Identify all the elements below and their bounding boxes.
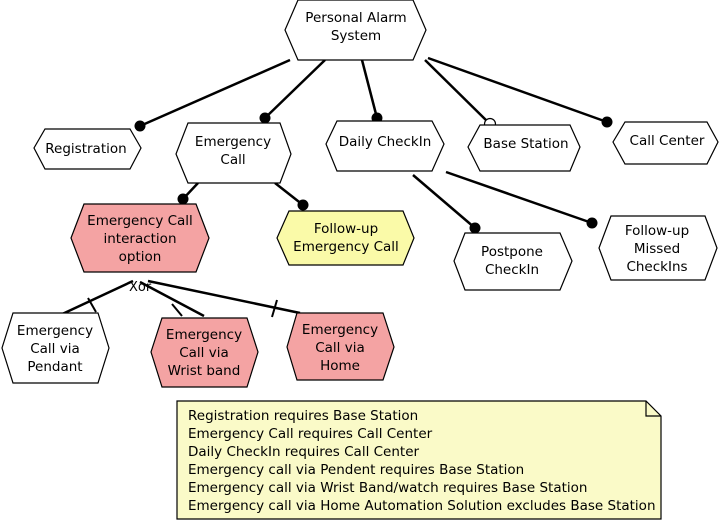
node-base-station[interactable] xyxy=(467,124,581,172)
mandatory-dot xyxy=(177,193,189,205)
constraint-line: Registration requires Base Station xyxy=(188,408,418,424)
label-call-center: Call Center xyxy=(630,133,705,149)
mandatory-dot xyxy=(259,112,271,124)
node-emergency-call[interactable] xyxy=(175,122,292,184)
xor-group-label: Xor xyxy=(129,280,152,295)
label-line: Call via xyxy=(179,345,229,361)
label-line: Call Center xyxy=(630,133,705,149)
label-line: Emergency Call xyxy=(87,213,193,229)
constraint-line: Emergency call via Pendent requires Base… xyxy=(188,462,524,478)
label-line: option xyxy=(119,249,162,265)
constraint-line: Emergency Call requires Call Center xyxy=(188,426,433,442)
node-follow-up-emergency-call[interactable] xyxy=(276,210,415,266)
label-line: Postpone xyxy=(481,244,543,260)
edge-daily-postpone xyxy=(412,174,476,229)
label-line: Emergency xyxy=(17,323,93,339)
label-line: interaction xyxy=(103,231,176,247)
label-line: System xyxy=(331,28,381,44)
label-line: Follow-up xyxy=(314,221,378,237)
label-registration: Registration xyxy=(45,141,126,157)
label-line: Follow-up xyxy=(625,223,689,239)
label-line: Home xyxy=(320,358,360,374)
label-line: Missed xyxy=(634,241,680,257)
label-base-station: Base Station xyxy=(483,136,568,152)
label-line: Pendant xyxy=(27,359,82,375)
label-line: Personal Alarm xyxy=(305,10,406,26)
label-line: Base Station xyxy=(483,136,568,152)
label-line: Emergency xyxy=(195,134,271,150)
mandatory-dot xyxy=(601,116,613,128)
label-line: Emergency xyxy=(166,327,242,343)
label-line: Call via xyxy=(315,340,365,356)
edge-root-base-station xyxy=(424,59,491,125)
label-line: CheckIns xyxy=(626,259,687,275)
node-call-center[interactable] xyxy=(612,121,719,165)
edge-root-call-center xyxy=(427,56,608,124)
label-line: Daily CheckIn xyxy=(339,134,432,150)
label-line: Emergency xyxy=(302,322,378,338)
group-tick xyxy=(271,299,278,318)
label-emergency-call-interaction-option: Emergency Call interaction option xyxy=(87,213,193,265)
node-emergency-call-via-home[interactable] xyxy=(286,312,395,381)
edge-root-registration xyxy=(139,58,291,128)
mandatory-dot xyxy=(134,120,146,132)
node-personal-alarm-system[interactable] xyxy=(284,0,427,61)
constraint-line: Emergency call via Wrist Band/watch requ… xyxy=(188,480,587,496)
label-line: Wrist band xyxy=(168,363,241,379)
edge-xor-pendant xyxy=(57,279,134,318)
node-follow-up-missed-checkins[interactable] xyxy=(598,215,718,281)
constraint-line: Emergency call via Home Automation Solut… xyxy=(188,498,656,514)
mandatory-dot xyxy=(469,222,481,234)
label-line: CheckIn xyxy=(485,262,539,278)
label-line: Emergency Call xyxy=(293,239,399,255)
note-corner-fold xyxy=(645,401,661,417)
mandatory-dot xyxy=(297,199,309,211)
label-line: Call via xyxy=(30,341,80,357)
node-registration[interactable] xyxy=(33,128,142,170)
constraint-line: Daily CheckIn requires Call Center xyxy=(188,444,420,460)
node-daily-checkin[interactable] xyxy=(325,120,445,172)
node-emergency-call-via-wrist-band[interactable] xyxy=(150,317,259,388)
node-emergency-call-via-pendant[interactable] xyxy=(1,312,110,384)
label-line: Registration xyxy=(45,141,126,157)
edge-daily-followup-missed xyxy=(445,170,593,225)
edge-xor-wristband xyxy=(139,280,205,318)
edge-root-emergency-call xyxy=(264,59,326,119)
edge-ec-followup xyxy=(274,182,304,206)
constraints-note: Registration requires Base Station Emerg… xyxy=(176,400,662,520)
mandatory-dot xyxy=(586,217,598,229)
group-tick xyxy=(171,303,183,317)
group-tick xyxy=(87,297,97,313)
edge-root-daily-checkin xyxy=(360,59,379,119)
node-postpone-checkin[interactable] xyxy=(453,232,573,291)
note-body xyxy=(176,400,662,520)
label-daily-checkin: Daily CheckIn xyxy=(339,134,432,150)
node-emergency-call-interaction-option[interactable] xyxy=(70,203,210,273)
label-line: Call xyxy=(220,152,245,168)
